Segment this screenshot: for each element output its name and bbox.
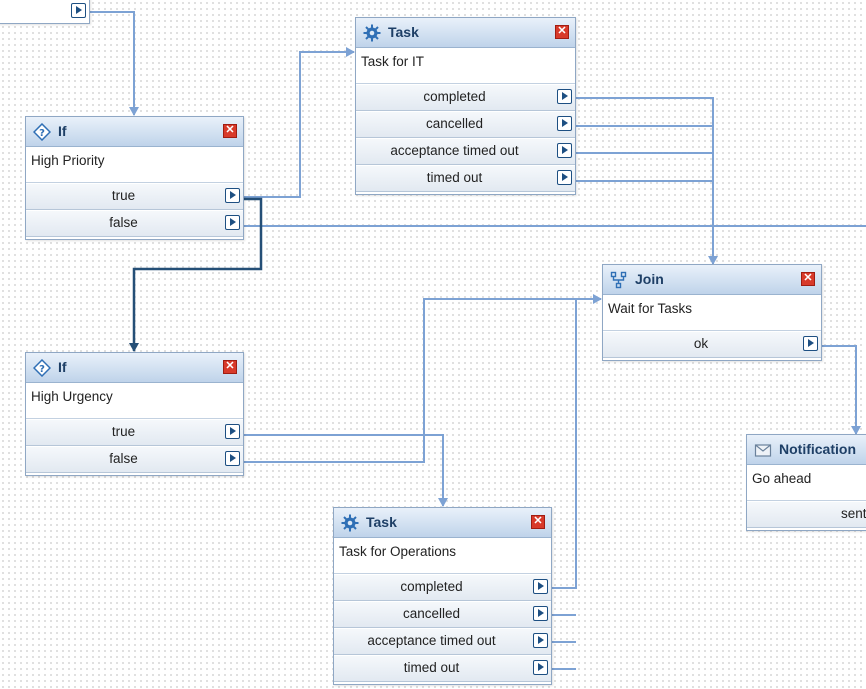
node-header[interactable]: ? If ✕ [26,117,243,147]
output-cancelled[interactable]: cancelled [334,601,551,628]
node-description: Task for Operations [334,538,551,574]
if-node-urgency[interactable]: ? If ✕ High Urgency true false [25,352,244,476]
task-node-it[interactable]: Task ✕ Task for IT completed cancelled a… [355,17,576,195]
svg-text:?: ? [39,128,45,139]
output-label: cancelled [425,116,484,131]
wire-urgency-true-to-task-ops[interactable] [244,434,448,507]
node-type-label: Notification [779,441,856,457]
output-ok[interactable]: ok [603,331,821,358]
output-port-icon[interactable] [557,89,572,104]
output-label: timed out [403,660,460,675]
notification-node[interactable]: Notification Go ahead sent [746,434,866,531]
output-label: acceptance timed out [367,633,496,648]
output-false[interactable]: false [26,446,243,473]
decision-diamond-icon: ? [33,359,51,377]
wire-task-ops-completed-to-join[interactable] [551,299,577,589]
wire-priority-true-to-task-it[interactable] [244,47,355,198]
output-label: completed [423,89,486,104]
output-port-icon[interactable] [533,660,548,675]
output-true[interactable]: true [26,183,243,210]
output-port-icon[interactable] [557,116,572,131]
output-sent[interactable]: sent [747,501,866,528]
node-header[interactable]: ? If ✕ [26,353,243,383]
output-timed-out[interactable]: timed out [356,165,575,192]
output-label: ok [693,336,709,351]
wire-priority-true-to-if-urgency[interactable] [129,197,263,352]
decision-diamond-icon: ? [33,123,51,141]
output-port-icon[interactable] [225,424,240,439]
output-label: completed [400,579,463,594]
output-timed-out[interactable]: timed out [334,655,551,682]
node-type-label: If [58,123,67,139]
partial-node[interactable] [0,0,90,24]
close-icon[interactable]: ✕ [531,515,545,529]
node-description: Wait for Tasks [603,295,821,331]
output-label: cancelled [402,606,461,621]
output-acceptance-timed-out[interactable]: acceptance timed out [356,138,575,165]
node-description: Go ahead [747,465,866,501]
output-label: false [109,215,138,230]
output-port-icon[interactable] [533,579,548,594]
close-icon[interactable]: ✕ [223,124,237,138]
envelope-icon [754,444,772,457]
wire-join-ok-to-notification[interactable] [822,345,861,435]
output-label: false [109,451,138,466]
node-header[interactable]: Task ✕ [334,508,551,538]
output-port-icon[interactable] [225,451,240,466]
output-label: true [111,424,136,439]
gear-icon [363,24,381,42]
node-description: High Urgency [26,383,243,419]
node-description: High Priority [26,147,243,183]
close-icon[interactable]: ✕ [801,272,815,286]
node-header[interactable]: Task ✕ [356,18,575,48]
svg-text:?: ? [39,364,45,375]
join-tree-icon [610,271,627,289]
output-port-icon[interactable] [557,143,572,158]
gear-icon [341,514,359,532]
output-label: timed out [426,170,483,185]
node-type-label: Task [388,24,419,40]
node-description: Task for IT [356,48,575,84]
if-node-priority[interactable]: ? If ✕ High Priority true false [25,116,244,240]
output-port-icon[interactable] [533,606,548,621]
node-type-label: Task [366,514,397,530]
output-label: true [111,188,136,203]
node-type-label: Join [635,271,664,287]
node-header[interactable]: Notification [747,435,866,465]
output-port-icon[interactable] [225,215,240,230]
output-label: acceptance timed out [390,143,519,158]
output-port-icon[interactable] [803,336,818,351]
wire-top-to-if-priority[interactable] [90,11,139,116]
output-cancelled[interactable]: cancelled [356,111,575,138]
wire-urgency-false-to-join[interactable] [244,294,602,463]
close-icon[interactable]: ✕ [555,25,569,39]
output-true[interactable]: true [26,419,243,446]
node-type-label: If [58,359,67,375]
output-acceptance-timed-out[interactable]: acceptance timed out [334,628,551,655]
output-port-icon[interactable] [557,170,572,185]
output-port-icon[interactable] [533,633,548,648]
output-port-icon[interactable] [71,3,86,18]
wire-task-it-completed-to-join[interactable] [576,97,718,265]
output-completed[interactable]: completed [356,84,575,111]
task-node-operations[interactable]: Task ✕ Task for Operations completed can… [333,507,552,685]
output-false[interactable]: false [26,210,243,237]
output-completed[interactable]: completed [334,574,551,601]
close-icon[interactable]: ✕ [223,360,237,374]
output-port-icon[interactable] [225,188,240,203]
node-header[interactable]: Join ✕ [603,265,821,295]
output-label: sent [841,506,866,521]
join-node[interactable]: Join ✕ Wait for Tasks ok [602,264,822,361]
